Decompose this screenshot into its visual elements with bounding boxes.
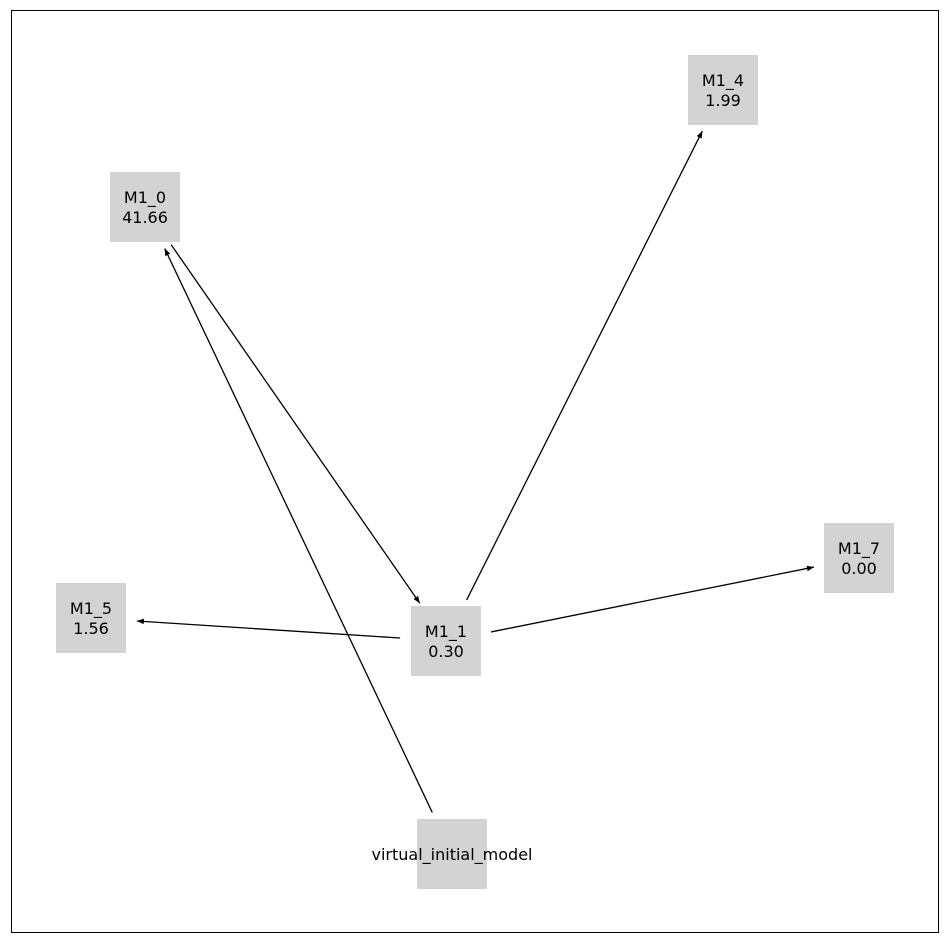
- node-m1-7: M1_70.00: [824, 523, 894, 593]
- node-box: [688, 55, 758, 125]
- node-value: 0.00: [841, 559, 877, 578]
- edge-m1-1-to-m1-5: [136, 618, 401, 639]
- node-virtual-initial-model: virtual_initial_model: [372, 819, 533, 889]
- node-value: 1.56: [73, 619, 109, 638]
- node-label: M1_1: [425, 622, 467, 642]
- node-m1-1: M1_10.30: [411, 606, 481, 676]
- node-box: [417, 819, 487, 889]
- node-value: 41.66: [122, 208, 168, 227]
- node-m1-5: M1_51.56: [56, 583, 126, 653]
- node-m1-4: M1_41.99: [688, 55, 758, 125]
- node-m1-0: M1_041.66: [110, 172, 180, 242]
- node-label: M1_4: [702, 71, 744, 91]
- node-box: [411, 606, 481, 676]
- node-value: 0.30: [428, 642, 464, 661]
- node-box: [110, 172, 180, 242]
- node-label: M1_7: [838, 539, 880, 559]
- edge-m1-1-to-m1-7: [490, 565, 815, 633]
- node-label: virtual_initial_model: [372, 845, 533, 865]
- node-label: M1_0: [124, 188, 166, 208]
- node-box: [56, 583, 126, 653]
- edge-m1-1-to-m1-4: [466, 130, 703, 601]
- node-label: M1_5: [70, 599, 112, 619]
- node-value: 1.99: [705, 91, 741, 110]
- edge-virtual-initial-model-to-m1-0: [164, 248, 433, 813]
- node-box: [824, 523, 894, 593]
- plot-frame: [11, 10, 939, 933]
- edge-m1-0-to-m1-1: [170, 244, 421, 604]
